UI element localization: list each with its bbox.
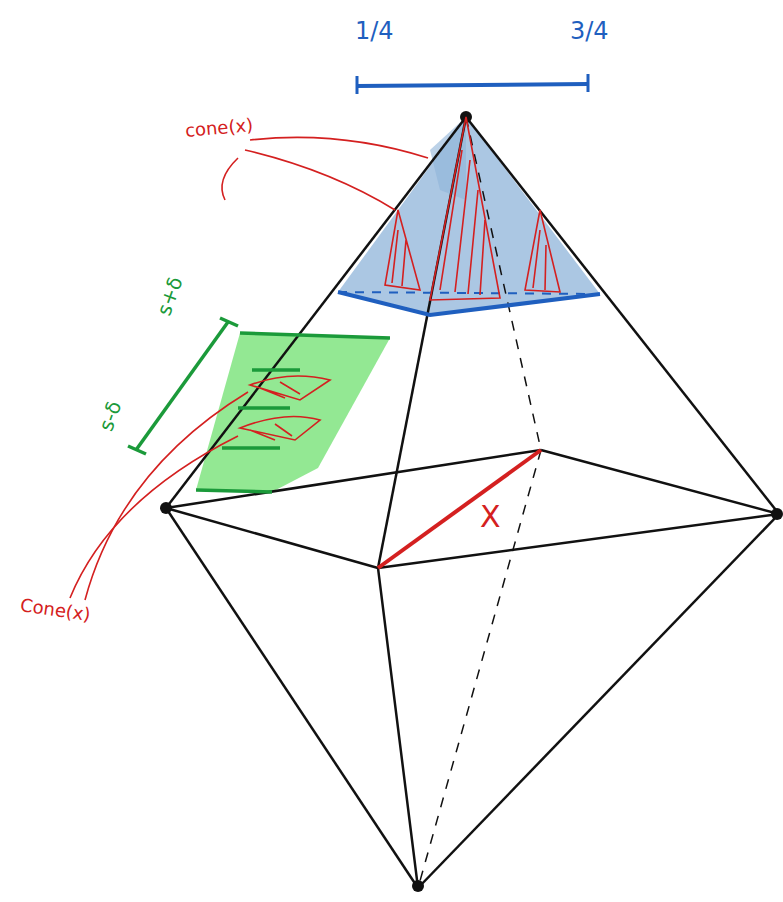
octahedron-edges xyxy=(166,117,779,888)
section-line xyxy=(338,74,600,315)
fraction-label: 1/4 xyxy=(355,18,394,44)
length-label: s+δ xyxy=(153,274,187,319)
fraction-label: 3/4 xyxy=(570,18,609,44)
band-lines xyxy=(128,318,390,492)
cone-label: cone(x) xyxy=(184,115,254,141)
band-region xyxy=(196,333,390,492)
cap-region xyxy=(338,117,600,315)
leader-lines xyxy=(70,137,428,600)
cone-hatches xyxy=(240,117,560,440)
cone-label: Cone(x) xyxy=(19,595,92,624)
vertices xyxy=(160,111,783,892)
length-label: s-δ xyxy=(94,398,125,434)
edge-x xyxy=(378,450,541,568)
hidden-edges xyxy=(418,117,541,888)
edge-label: X xyxy=(480,500,501,533)
